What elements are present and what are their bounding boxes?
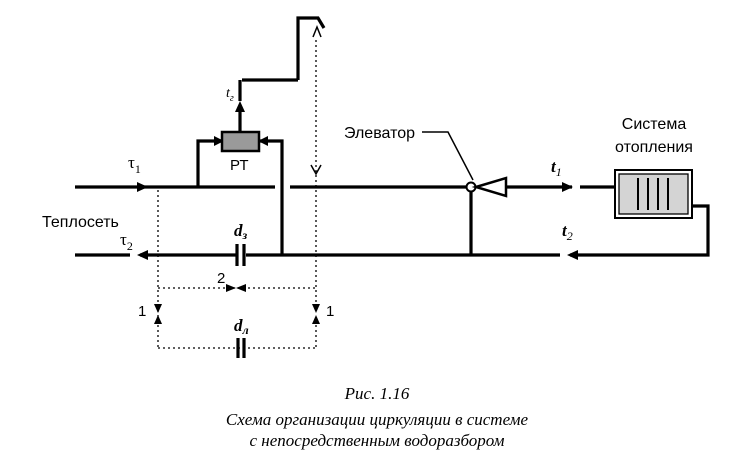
- figure-number: Рис. 1.16: [344, 384, 410, 403]
- return-pipe: [75, 204, 710, 266]
- return-outlet-arrow: [137, 250, 148, 260]
- regulator-supply-inlet: [196, 139, 222, 187]
- dotted-right-arrow: [310, 164, 322, 176]
- label-elevator: Элеватор: [344, 125, 415, 142]
- regulator-return-inlet: [258, 139, 284, 255]
- valve-1-left-bottom: [154, 315, 162, 324]
- label-teploset: Теплосеть: [42, 214, 119, 231]
- valve-1-right-bottom: [312, 315, 320, 324]
- valve-1-right-top: [312, 304, 320, 313]
- label-system-line1: Система: [622, 116, 687, 133]
- figure-caption-line1: Схема организации циркуляции в системе: [225, 410, 529, 429]
- label-t1: t1: [551, 157, 562, 179]
- circuit-2-arrow-left: [236, 284, 246, 292]
- label-system-line2: отопления: [615, 139, 693, 156]
- label-valve-1-right: 1: [326, 303, 334, 320]
- supply-inlet-arrow: [137, 182, 148, 192]
- hot-water-tap-pipe: [296, 16, 326, 80]
- label-circuit-2: 2: [217, 270, 225, 287]
- supply-t1-arrow: [562, 182, 573, 192]
- regulator-inlet-arrow: [214, 136, 224, 146]
- regulator-return-arrow: [258, 136, 268, 146]
- label-valve-1-left: 1: [138, 303, 146, 320]
- elevator-leader-line: [422, 131, 474, 181]
- label-dz: dз: [234, 221, 248, 242]
- label-tau2: τ2: [120, 230, 133, 253]
- supply-pipe: [75, 182, 615, 192]
- return-t2-arrow: [567, 250, 578, 260]
- radiator-body: [618, 173, 689, 215]
- elevator: [422, 131, 508, 198]
- figure-caption-line2: с непосредственным водоразбором: [249, 431, 505, 450]
- temperature-regulator-assembly: [196, 16, 326, 255]
- circulation-dotted-lines: [154, 40, 322, 358]
- circuit-2-arrow-right: [226, 284, 236, 292]
- label-dl: dл: [234, 316, 249, 337]
- label-t2: t2: [562, 221, 573, 243]
- heating-system: [614, 169, 693, 219]
- return-pipe-from-system: [570, 204, 710, 257]
- label-rt: РТ: [230, 157, 249, 174]
- regulator-rt-valve: [220, 130, 261, 153]
- tap-outlet-arrow: [312, 24, 322, 38]
- elevator-diffuser: [471, 176, 508, 198]
- label-tg: tг: [226, 86, 234, 104]
- valve-1-left-top: [154, 304, 162, 313]
- hot-water-arrow: [235, 101, 245, 112]
- label-tau1: τ1: [128, 153, 141, 176]
